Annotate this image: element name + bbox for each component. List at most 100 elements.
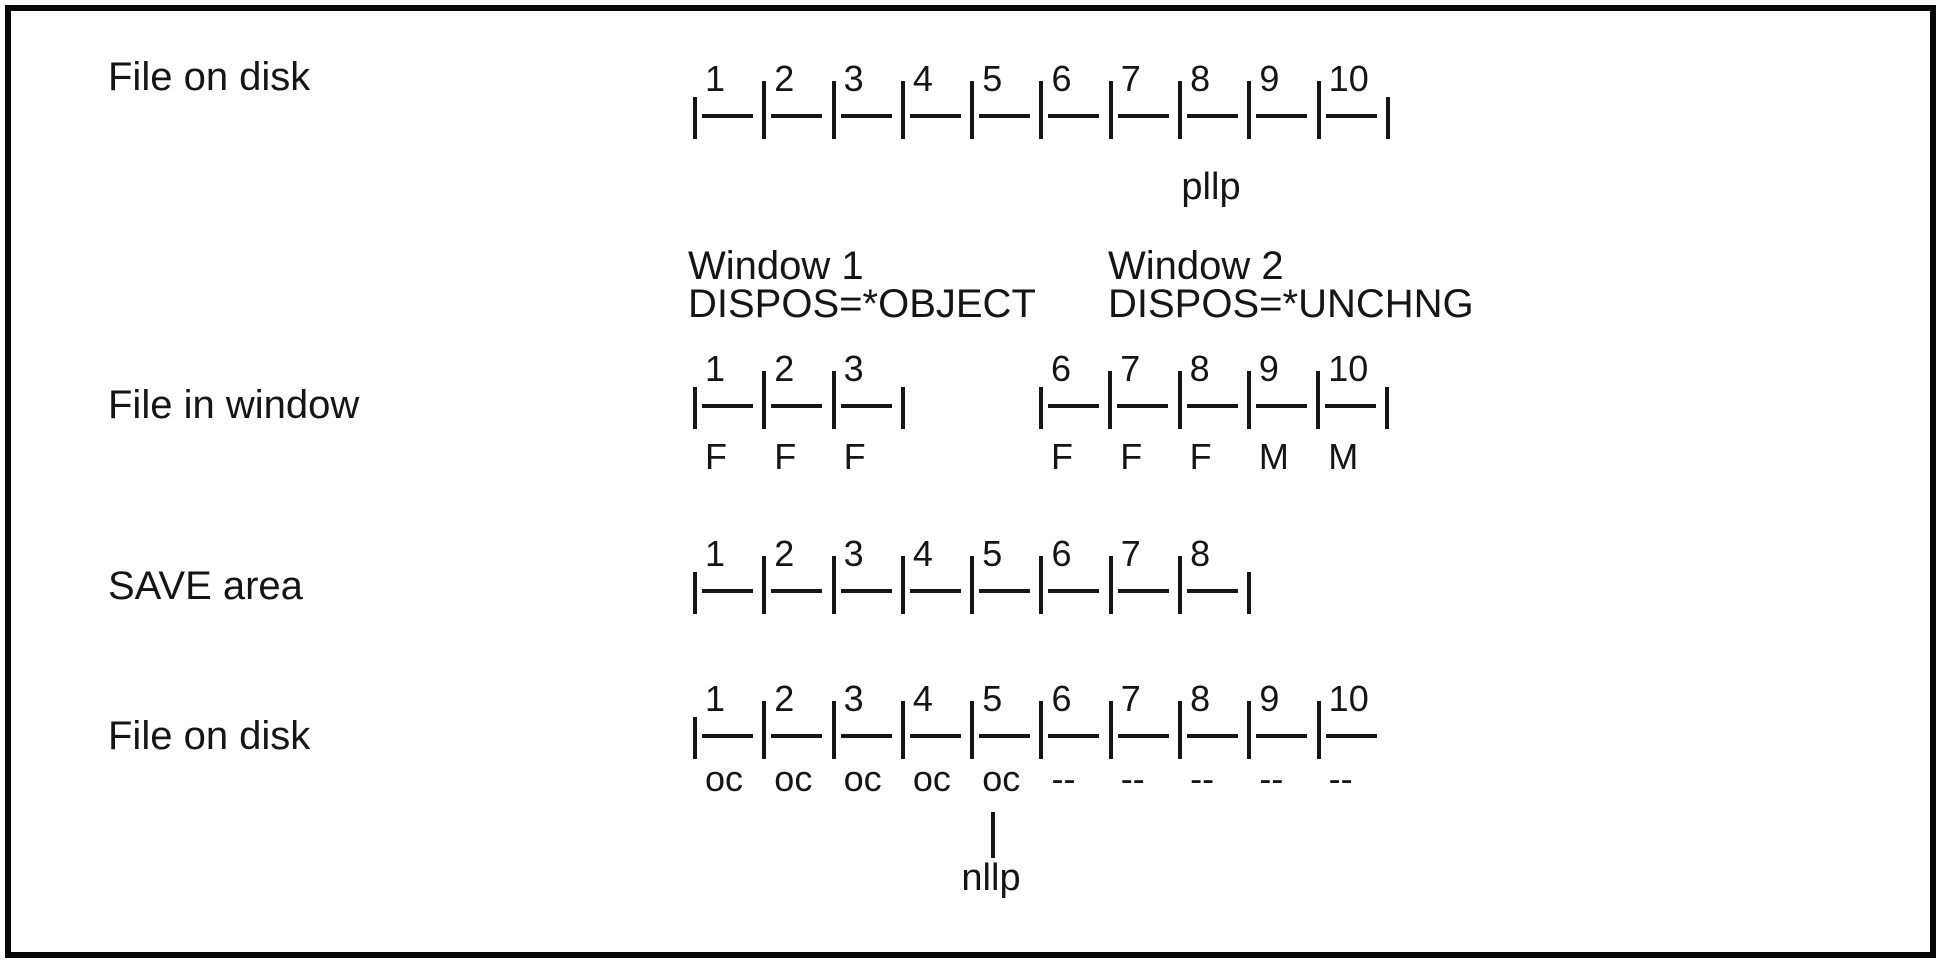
segment-dash xyxy=(1048,114,1100,118)
segment-bar xyxy=(831,556,836,614)
segment-bar xyxy=(1316,371,1321,429)
segment-dash xyxy=(771,734,823,738)
segment-dash xyxy=(1048,734,1100,738)
record-marker: -- xyxy=(1190,758,1215,799)
segment-dash xyxy=(1117,404,1169,408)
segment-dash xyxy=(771,589,823,593)
segment-bar xyxy=(1316,81,1321,139)
record-number: 4 xyxy=(912,678,933,719)
segment-bar xyxy=(1108,556,1113,614)
segment-closing-bar xyxy=(1385,387,1390,429)
segment-bar xyxy=(900,556,905,614)
segment-bar xyxy=(1178,556,1183,614)
record-segment xyxy=(693,387,762,429)
record-number: 2 xyxy=(774,678,795,719)
record-number: 2 xyxy=(774,58,795,99)
row-label-file-in-window: File in window xyxy=(108,383,360,427)
record-number: 9 xyxy=(1259,678,1280,719)
segment-bar xyxy=(1316,701,1321,759)
segment-dash xyxy=(771,404,823,408)
record-segment xyxy=(1108,81,1178,139)
record-segment xyxy=(693,572,762,614)
window2-title: Window 2 xyxy=(1108,244,1284,288)
segment-bar xyxy=(1247,701,1252,759)
segment-dash xyxy=(840,589,892,593)
record-marker: -- xyxy=(1051,758,1076,799)
segment-dash xyxy=(1256,114,1308,118)
segment-bar xyxy=(1247,81,1252,139)
record-number: 1 xyxy=(705,678,726,719)
segment-dash xyxy=(1325,404,1377,408)
record-number: 1 xyxy=(705,58,726,99)
row-label-file-on-disk-bottom: File on disk xyxy=(108,714,311,758)
segment-dash xyxy=(1187,734,1239,738)
segment-bar xyxy=(1039,701,1044,759)
segment-dash xyxy=(1117,589,1169,593)
segment-dash xyxy=(702,114,753,118)
record-segment xyxy=(831,701,901,759)
segment-bar xyxy=(1108,81,1113,139)
record-segment xyxy=(970,81,1039,139)
pllp-pointer-label: pllp xyxy=(1181,166,1241,208)
record-marker: M xyxy=(1328,436,1359,477)
record-number: 7 xyxy=(1120,533,1141,574)
record-number: 4 xyxy=(912,58,933,99)
record-number: 10 xyxy=(1328,678,1369,719)
record-number: 3 xyxy=(843,58,864,99)
record-marker: oc xyxy=(705,758,744,799)
record-segment xyxy=(970,556,1039,614)
record-segment xyxy=(900,701,970,759)
record-number: 9 xyxy=(1259,58,1280,99)
segment-bar xyxy=(693,387,697,429)
record-segment xyxy=(762,81,831,139)
segment-bar xyxy=(693,717,697,759)
record-number: 5 xyxy=(982,58,1003,99)
record-number: 2 xyxy=(774,533,795,574)
segment-bar xyxy=(762,701,767,759)
segment-bar xyxy=(831,81,836,139)
segment-bar xyxy=(1178,81,1183,139)
segment-dash xyxy=(1117,734,1169,738)
segment-closing-bar xyxy=(900,387,905,429)
record-marker: F xyxy=(1189,436,1212,477)
segment-dash xyxy=(702,404,753,408)
segment-bar xyxy=(831,371,836,429)
segment-closing-bar xyxy=(1247,572,1252,614)
segment-dash xyxy=(1048,589,1100,593)
segment-bar xyxy=(900,701,905,759)
record-marker: oc xyxy=(982,758,1021,799)
record-segment xyxy=(970,701,1039,759)
record-segment xyxy=(900,556,970,614)
record-number: 1 xyxy=(705,533,726,574)
record-number: 4 xyxy=(912,533,933,574)
record-number: 6 xyxy=(1051,348,1072,389)
segment-dash xyxy=(979,589,1031,593)
record-segment xyxy=(762,556,831,614)
window1-dispos: DISPOS=*OBJECT xyxy=(688,282,1036,326)
record-marker: -- xyxy=(1259,758,1284,799)
record-number: 7 xyxy=(1120,348,1141,389)
nllp-pointer-label: nllp xyxy=(961,857,1021,899)
record-marker: F xyxy=(843,436,866,477)
segment-bar xyxy=(900,81,905,139)
record-segment xyxy=(1178,556,1247,614)
record-number: 10 xyxy=(1328,348,1369,389)
record-number: 1 xyxy=(705,348,726,389)
record-segment xyxy=(1039,701,1108,759)
record-marker: -- xyxy=(1328,758,1353,799)
record-number: 7 xyxy=(1120,58,1141,99)
segment-dash xyxy=(909,734,961,738)
segment-dash xyxy=(1325,114,1377,118)
segment-bar xyxy=(970,701,975,759)
window1-header: Window 1 DISPOS=*OBJECT xyxy=(688,246,1036,326)
record-number: 10 xyxy=(1328,58,1369,99)
segment-dash xyxy=(771,114,823,118)
